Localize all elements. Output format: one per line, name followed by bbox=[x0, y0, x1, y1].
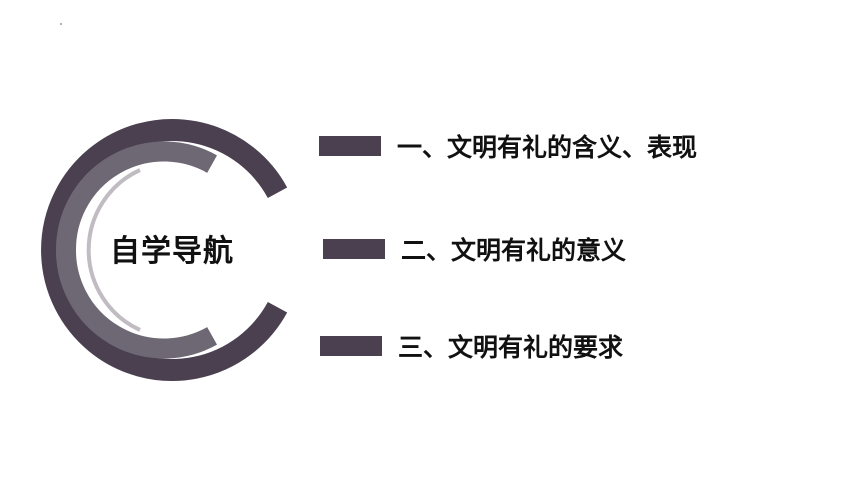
nav-item-3[interactable]: 三、文明有礼的要求 bbox=[320, 326, 623, 366]
outer-arc bbox=[41, 119, 288, 381]
inner-arc bbox=[55, 141, 217, 359]
nav-bar-3 bbox=[320, 336, 382, 356]
stray-dot bbox=[60, 23, 62, 25]
nav-label-3: 三、文明有礼的要求 bbox=[398, 333, 624, 362]
nav-label-1: 一、文明有礼的含义、表现 bbox=[397, 133, 698, 162]
center-title: 自学导航 bbox=[110, 234, 234, 269]
inner-arc-shadow bbox=[86, 168, 141, 332]
nav-label-2: 二、文明有礼的意义 bbox=[401, 236, 627, 265]
nav-bar-2 bbox=[323, 239, 385, 259]
nav-item-1[interactable]: 一、文明有礼的含义、表现 bbox=[319, 126, 697, 166]
nav-bar-1 bbox=[319, 136, 381, 156]
nav-item-2[interactable]: 二、文明有礼的意义 bbox=[323, 229, 626, 269]
